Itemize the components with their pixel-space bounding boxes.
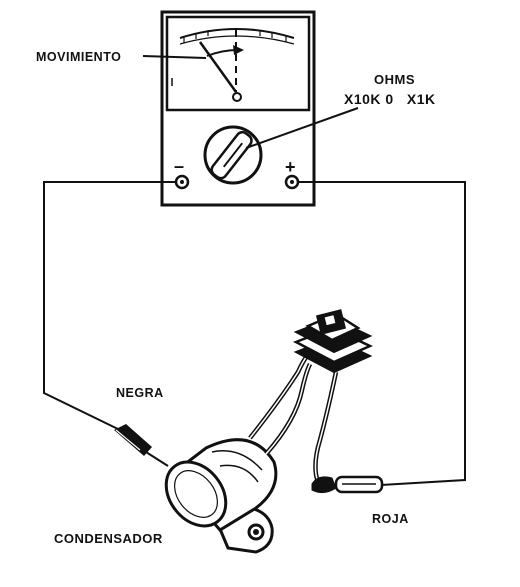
- multimeter-icon: [160, 10, 316, 207]
- movement-pointer-line: [142, 55, 207, 59]
- range-label: X10K 0 X1K: [344, 91, 436, 107]
- ohms-pointer-line: [245, 107, 359, 149]
- meter-pivot: [232, 92, 242, 102]
- red-probe-icon: [311, 475, 384, 494]
- capacitor-icon: [164, 438, 278, 554]
- black-lead-label: NEGRA: [116, 386, 164, 400]
- movement-label: MOVIMIENTO: [36, 50, 121, 64]
- meter-display-window: [165, 15, 311, 112]
- switch-icon: [292, 309, 373, 374]
- capacitor-label: CONDENSADOR: [54, 531, 163, 546]
- black-wire: [43, 181, 176, 431]
- ohms-label: OHMS: [374, 72, 415, 87]
- red-lead-label: ROJA: [372, 512, 409, 526]
- meter-scale-arc: [179, 28, 295, 39]
- meter-needle: [198, 41, 238, 93]
- negative-terminal-label: –: [174, 156, 185, 176]
- red-wire: [298, 181, 466, 486]
- black-probe-icon: [114, 424, 169, 467]
- positive-terminal-label: +: [285, 157, 296, 177]
- meter-scale-ticks: [183, 30, 287, 43]
